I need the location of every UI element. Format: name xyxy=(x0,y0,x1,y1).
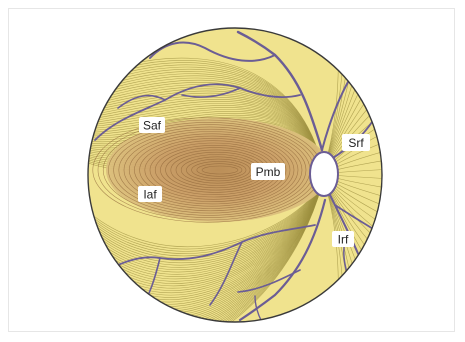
optic-disc xyxy=(310,152,338,196)
label-srf: Srf xyxy=(342,134,370,151)
svg-text:Irf: Irf xyxy=(338,233,349,247)
svg-text:Pmb: Pmb xyxy=(256,165,281,179)
svg-text:Saf: Saf xyxy=(143,119,162,133)
svg-text:Iaf: Iaf xyxy=(143,188,157,202)
label-irf: Irf xyxy=(332,231,354,247)
label-pmb: Pmb xyxy=(251,163,285,180)
label-saf: Saf xyxy=(139,117,165,133)
svg-text:Srf: Srf xyxy=(348,136,364,150)
label-iaf: Iaf xyxy=(138,186,162,202)
